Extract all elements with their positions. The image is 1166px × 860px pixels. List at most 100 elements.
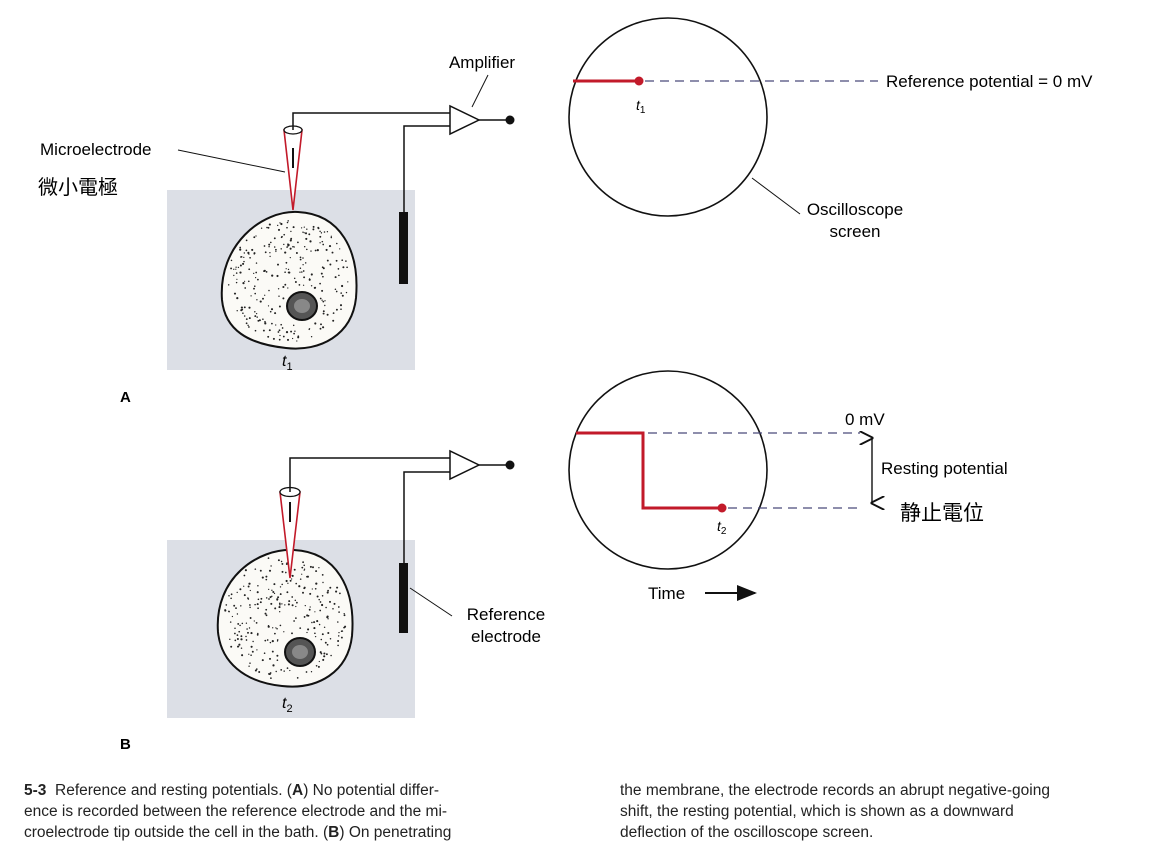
stipple-dot (267, 625, 270, 627)
wire-micro-a (292, 112, 450, 130)
stipple-dot (269, 596, 272, 599)
stipple-dot (242, 312, 244, 314)
stipple-dot (279, 222, 281, 224)
stipple-dot (263, 269, 266, 272)
oscilloscope-leader (751, 177, 801, 215)
stipple-dot (240, 635, 243, 638)
panel-a: Amplifier Microelectrode 微小電極 t1 A t1 Re… (38, 17, 1093, 406)
stipple-dot (337, 268, 340, 270)
stipple-dot (263, 245, 266, 247)
stipple-dot (276, 659, 279, 662)
stipple-dot (325, 653, 328, 656)
stipple-dot (279, 586, 282, 588)
stipple-dot (255, 312, 258, 315)
amplifier-leader (471, 74, 489, 108)
stipple-dot (279, 593, 282, 596)
stipple-dot (259, 569, 262, 572)
stipple-dot (249, 604, 251, 606)
stipple-dot (309, 240, 312, 243)
stipple-dot (229, 621, 232, 623)
stipple-dot (293, 620, 295, 622)
stipple-dot (284, 604, 286, 606)
stipple-dot (286, 562, 288, 564)
stipple-dot (302, 561, 304, 564)
stipple-dot (239, 271, 242, 274)
stipple-dot (253, 287, 255, 290)
stipple-dot (270, 308, 274, 311)
stipple-dot (280, 222, 283, 226)
stipple-dot (304, 604, 306, 607)
stipple-dot (259, 300, 262, 303)
stipple-dot (340, 292, 343, 294)
stipple-dot (319, 327, 322, 330)
stipple-dot (299, 256, 302, 259)
stipple-dot (257, 598, 260, 601)
stipple-dot (270, 602, 273, 605)
amplifier-a (449, 104, 481, 136)
stipple-dot (262, 329, 265, 332)
stipple-dot (276, 628, 278, 630)
stipple-dot (319, 242, 321, 244)
stipple-dot (265, 614, 268, 617)
stipple-dot (303, 564, 305, 567)
stipple-dot (266, 639, 269, 641)
stipple-dot (323, 655, 326, 658)
stipple-dot (330, 654, 332, 657)
stipple-dot (289, 669, 291, 672)
stipple-dot (344, 625, 347, 628)
stipple-dot (290, 237, 293, 240)
stipple-dot (306, 631, 308, 634)
stipple-dot (284, 251, 287, 254)
stipple-dot (319, 297, 322, 300)
stipple-dot (310, 273, 313, 276)
stipple-dot (293, 246, 295, 248)
stipple-dot (270, 241, 272, 244)
stipple-dot (322, 310, 325, 313)
stipple-dot (264, 251, 267, 254)
stipple-dot (322, 312, 325, 315)
stipple-dot (240, 647, 243, 649)
reference-electrode-b (399, 563, 408, 633)
stipple-dot (284, 271, 286, 273)
stipple-dot (342, 266, 345, 269)
stipple-dot (282, 285, 285, 289)
stipple-dot (254, 329, 257, 332)
stipple-dot (340, 636, 343, 639)
stipple-dot (286, 667, 289, 669)
stipple-dot (334, 276, 337, 279)
stipple-dot (281, 570, 284, 573)
stipple-dot (236, 591, 238, 594)
stipple-dot (308, 608, 311, 611)
stipple-dot (345, 291, 348, 294)
stipple-dot (280, 560, 283, 563)
stipple-dot (269, 224, 271, 226)
stipple-dot (275, 324, 277, 326)
stipple-dot (265, 271, 268, 273)
stipple-dot (286, 591, 289, 594)
stipple-dot (268, 672, 270, 675)
stipple-dot (332, 312, 335, 314)
stipple-dot (326, 231, 329, 233)
stipple-dot (311, 588, 313, 590)
stipple-dot (295, 617, 297, 619)
stipple-dot (228, 610, 230, 612)
stipple-dot (236, 634, 239, 636)
stipple-dot (323, 231, 326, 233)
stipple-dot (299, 627, 302, 629)
stipple-dot (285, 268, 287, 270)
stipple-dot (278, 295, 280, 297)
stipple-dot (291, 604, 294, 607)
stipple-dot (233, 292, 237, 295)
stipple-dot (299, 258, 302, 261)
stipple-dot (303, 586, 306, 589)
stipple-dot (275, 250, 277, 253)
nucleolus-b (292, 645, 308, 659)
stipple-dot (296, 677, 299, 679)
stipple-dot (297, 335, 300, 338)
stipple-dot (302, 264, 304, 266)
stipple-dot (254, 669, 257, 672)
stipple-dot (329, 637, 332, 640)
stipple-dot (255, 271, 258, 274)
amplifier-label: Amplifier (449, 53, 515, 72)
stipple-dot (295, 582, 298, 585)
